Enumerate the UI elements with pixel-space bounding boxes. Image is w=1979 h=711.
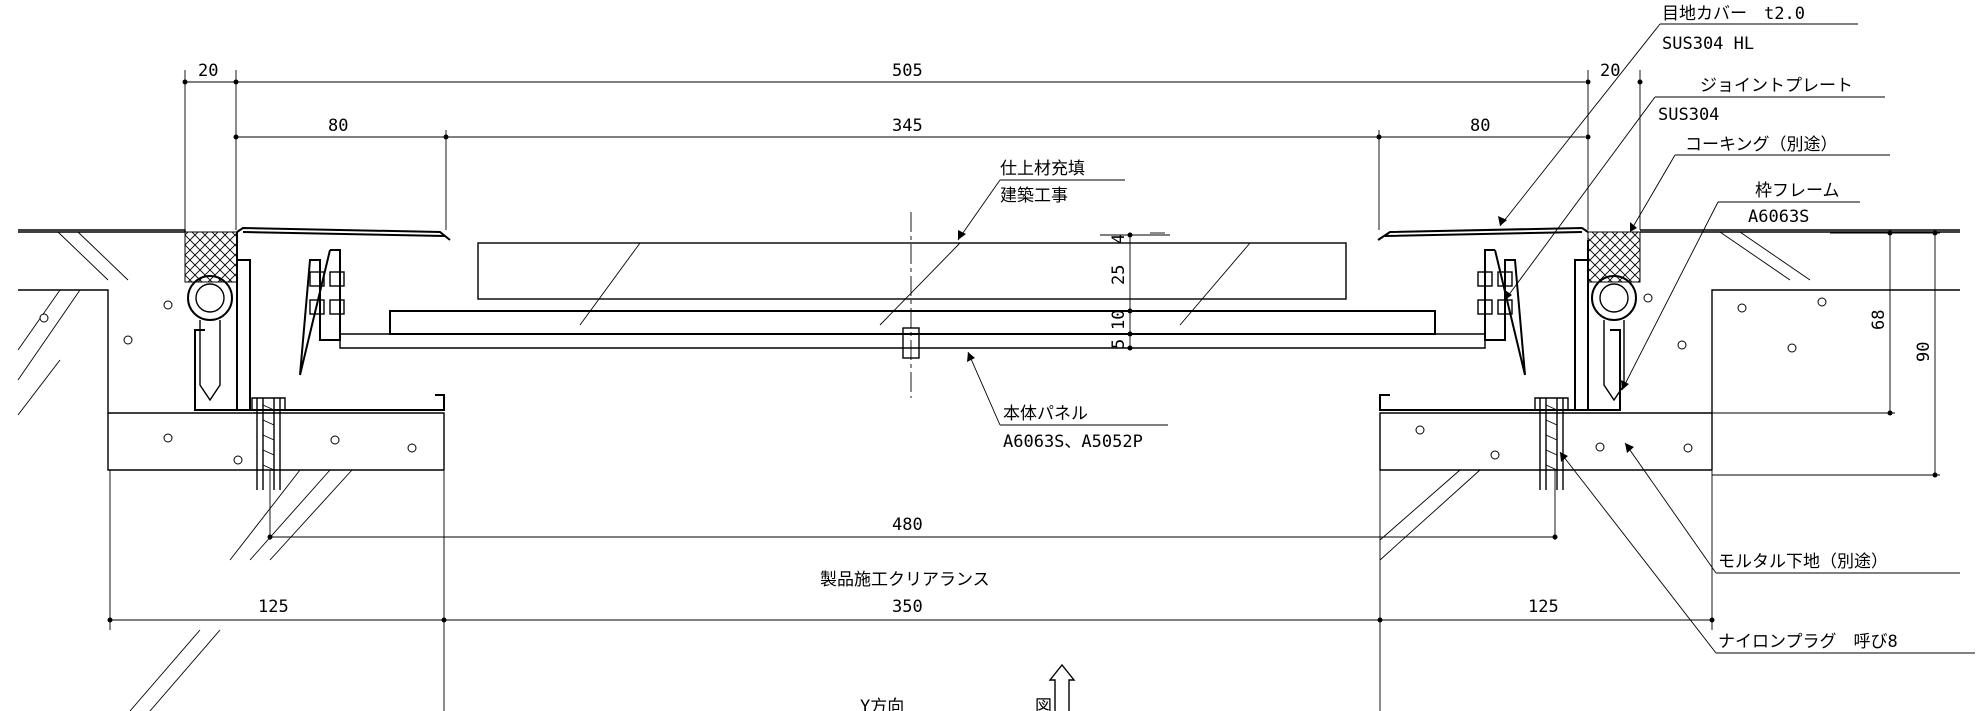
dim-10: 10 [1109, 310, 1129, 330]
label-frame-material: A6063S [1748, 207, 1809, 227]
direction-arrow-icon [1048, 663, 1076, 711]
main-panel [339, 242, 1486, 349]
label-joint-cover-material: SUS304 HL [1662, 34, 1754, 54]
dim-90: 90 [1914, 342, 1934, 362]
dim-505: 505 [892, 61, 923, 81]
right-concrete-slab [1379, 229, 1960, 561]
label-main-panel-material: A6063S、A5052P [1003, 432, 1143, 452]
dim-80-left: 80 [328, 116, 348, 136]
dim-125-right: 125 [1528, 597, 1559, 617]
left-nylon-plug [251, 397, 286, 490]
dim-25: 25 [1109, 265, 1129, 285]
concrete-aggregate-marks [39, 293, 1827, 465]
dim-80-right: 80 [1470, 116, 1490, 136]
right-joint-cover [1377, 226, 1589, 241]
dim-5: 5 [1109, 339, 1129, 349]
left-joint-plate [299, 249, 341, 376]
dim-125-left: 125 [258, 597, 289, 617]
label-finish-fill-note: 建築工事 [1000, 186, 1068, 206]
left-seal-bulb [187, 275, 233, 402]
label-joint-cover: 目地カバー t2.0 [1662, 4, 1805, 24]
dim-4: 4 [1109, 234, 1129, 244]
dim-20-left: 20 [198, 61, 218, 81]
left-concrete-slab [17, 229, 445, 711]
dimension-lines [109, 70, 1940, 711]
dim-480: 480 [892, 515, 923, 535]
label-clearance: 製品施工クリアランス [820, 570, 990, 590]
right-caulking [1587, 231, 1641, 283]
left-frame [194, 240, 445, 411]
leader-arrowheads [958, 216, 1637, 462]
leader-lines [957, 23, 1975, 654]
label-direction: Y方向 [860, 697, 904, 711]
label-caulking: コーキング（別途） [1685, 135, 1838, 155]
dim-20-right: 20 [1600, 61, 1620, 81]
left-bolts [309, 271, 345, 315]
label-joint-plate-material: SUS304 [1658, 105, 1719, 125]
label-figure: 図 [1035, 697, 1052, 711]
right-frame [1379, 240, 1621, 411]
label-joint-plate: ジョイントプレート [1700, 76, 1853, 96]
label-mortar-base: モルタル下地（別途） [1718, 552, 1888, 572]
label-nylon-plug: ナイロンプラグ 呼び8 [1718, 632, 1898, 652]
left-caulking [184, 231, 238, 283]
dim-68: 68 [1869, 310, 1889, 330]
right-joint-plate [1484, 249, 1526, 376]
dimension-dots [107, 79, 1938, 623]
left-joint-cover [236, 226, 451, 241]
dim-345: 345 [892, 116, 923, 136]
label-finish-fill: 仕上材充填 [1000, 159, 1085, 179]
right-nylon-plug [1534, 397, 1569, 490]
dim-350: 350 [892, 597, 923, 617]
right-seal-bulb [1591, 275, 1637, 402]
label-frame: 枠フレーム [1755, 181, 1840, 201]
label-main-panel: 本体パネル [1003, 404, 1088, 424]
